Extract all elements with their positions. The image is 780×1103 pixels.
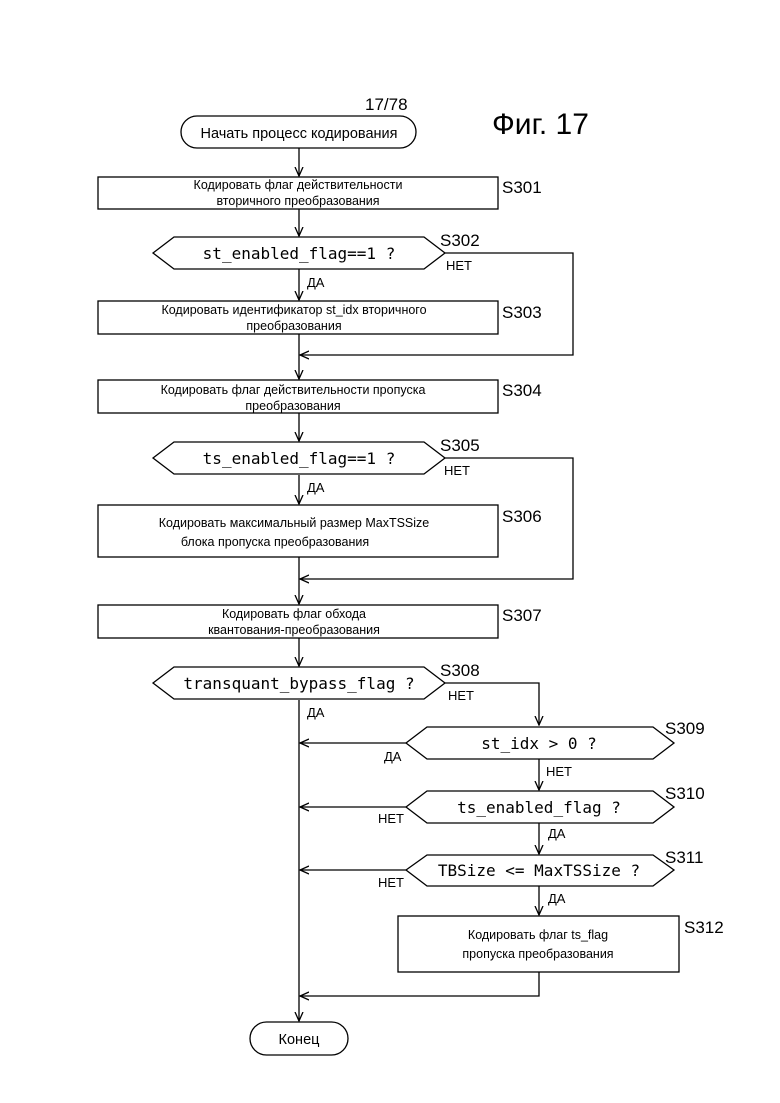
- s306-id: S306: [502, 507, 542, 526]
- s306-line2: блока пропуска преобразования: [181, 535, 369, 549]
- s301-id: S301: [502, 178, 542, 197]
- s302-condition: st_enabled_flag==1 ?: [203, 244, 396, 263]
- decision-s309: st_idx > 0 ? S309 ДА НЕТ: [300, 719, 705, 790]
- s305-no-label: НЕТ: [444, 463, 470, 478]
- decision-s308: transquant_bypass_flag ? S308 ДА НЕТ: [153, 661, 539, 725]
- step-s306: Кодировать максимальный размер MaxTSSize…: [98, 505, 542, 557]
- s301-line2: вторичного преобразования: [216, 194, 379, 208]
- s304-id: S304: [502, 381, 542, 400]
- step-s301: Кодировать флаг действительности вторичн…: [98, 177, 542, 209]
- s309-id: S309: [665, 719, 705, 738]
- s303-line2: преобразования: [246, 319, 341, 333]
- s307-line2: квантования-преобразования: [208, 623, 380, 637]
- s312-line2: пропуска преобразования: [462, 947, 613, 961]
- s310-no-label: НЕТ: [378, 811, 404, 826]
- s312-merge-connector: [300, 972, 539, 996]
- s301-line1: Кодировать флаг действительности: [194, 178, 403, 192]
- s305-yes-label: ДА: [307, 480, 325, 495]
- s302-yes-label: ДА: [307, 275, 325, 290]
- s308-yes-label: ДА: [307, 705, 325, 720]
- decision-s311: TBSize <= MaxTSSize ? S311 НЕТ ДА: [300, 848, 703, 915]
- s308-condition: transquant_bypass_flag ?: [183, 674, 414, 693]
- s307-line1: Кодировать флаг обхода: [222, 607, 366, 621]
- s310-condition: ts_enabled_flag ?: [457, 798, 621, 817]
- end-label: Конец: [279, 1032, 320, 1048]
- decision-s302: st_enabled_flag==1 ? S302 ДА НЕТ: [153, 231, 573, 355]
- s305-id: S305: [440, 436, 480, 455]
- s304-line1: Кодировать флаг действительности пропуск…: [161, 383, 426, 397]
- s306-line1: Кодировать максимальный размер MaxTSSize: [159, 516, 430, 530]
- s310-id: S310: [665, 784, 705, 803]
- s309-condition: st_idx > 0 ?: [481, 734, 597, 753]
- s311-no-label: НЕТ: [378, 875, 404, 890]
- s311-yes-label: ДА: [548, 891, 566, 906]
- s305-condition: ts_enabled_flag==1 ?: [203, 449, 396, 468]
- s303-line1: Кодировать идентификатор st_idx вторично…: [161, 303, 426, 317]
- start-label: Начать процесс кодирования: [201, 126, 398, 142]
- end-terminal: Конец: [250, 1022, 348, 1055]
- start-terminal: Начать процесс кодирования: [181, 116, 416, 148]
- step-s312: Кодировать флаг ts_flag пропуска преобра…: [300, 916, 724, 996]
- s302-id: S302: [440, 231, 480, 250]
- s311-id: S311: [665, 848, 703, 867]
- figure-label: Фиг. 17: [492, 108, 589, 141]
- s302-no-label: НЕТ: [446, 258, 472, 273]
- step-s304: Кодировать флаг действительности пропуск…: [98, 380, 542, 413]
- s304-line2: преобразования: [245, 399, 340, 413]
- s308-no-label: НЕТ: [448, 688, 474, 703]
- page-number: 17/78: [365, 95, 408, 114]
- s303-id: S303: [502, 303, 542, 322]
- s310-yes-label: ДА: [548, 826, 566, 841]
- s309-no-label: НЕТ: [546, 764, 572, 779]
- step-s307: Кодировать флаг обхода квантования-преоб…: [98, 605, 542, 638]
- s307-id: S307: [502, 606, 542, 625]
- step-s303: Кодировать идентификатор st_idx вторично…: [98, 301, 542, 334]
- s312-id: S312: [684, 918, 724, 937]
- s309-yes-label: ДА: [384, 749, 402, 764]
- decision-s310: ts_enabled_flag ? S310 НЕТ ДА: [300, 784, 705, 854]
- s312-line1: Кодировать флаг ts_flag: [468, 928, 608, 942]
- s308-id: S308: [440, 661, 480, 680]
- s311-condition: TBSize <= MaxTSSize ?: [438, 861, 640, 880]
